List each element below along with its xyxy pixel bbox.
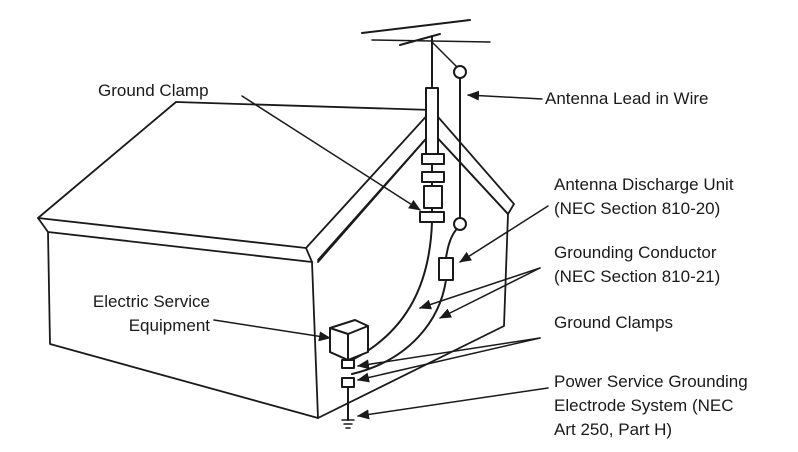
mast-ground-clamp [419,211,445,223]
label-power-service-line1: Power Service Grounding [554,372,748,391]
arrow-grounding-conductor-a [419,267,541,310]
mast-bracket-1 [421,153,445,165]
antenna-mast [425,87,439,159]
grounding-conductor-b [351,279,447,375]
mast-bracket-2 [421,171,445,183]
ground-clamp-upper [341,359,355,369]
antenna-element-1 [361,19,471,34]
lead-wire-to-discharge [445,225,461,259]
lead-wire-entry [453,217,467,231]
roof-eave-left [37,217,313,263]
arrow-electric-service [213,319,331,342]
antenna-element-3 [399,33,441,46]
label-discharge-unit: Antenna Discharge Unit (NEC Section 810-… [554,173,734,221]
label-grounding-conductor: Grounding Conductor (NEC Section 810-21) [554,241,720,289]
service-box-edge [329,325,369,361]
right-wall [317,131,509,419]
label-ground-clamp: Ground Clamp [98,81,209,100]
arrow-ground-clamps-b [357,337,541,383]
arrow-power-service [357,387,549,420]
mast-bracket-3 [423,185,443,209]
label-electric-service-line2: Equipment [128,316,210,335]
antenna-discharge-unit [438,257,454,281]
ground-clamp-lower [341,377,355,388]
label-power-service-line2: Electrode System (NEC [554,396,734,415]
left-wall [47,231,319,419]
label-grounding-conductor-line1: Grounding Conductor [554,243,717,262]
leaders [213,90,549,420]
antenna-terminal [453,65,467,79]
label-power-service: Power Service Grounding Electrode System… [554,370,748,442]
arrow-ground-clamp [241,95,421,211]
label-antenna-lead: Antenna Lead in Wire [545,89,709,108]
antenna [361,19,491,223]
ground-symbol [341,419,355,429]
arrow-ground-clamps-a [357,337,541,370]
arrow-antenna-lead [467,90,543,101]
wires [351,217,467,375]
label-ground-clamps: Ground Clamps [554,313,674,332]
grounding-conductor-a [351,221,433,361]
label-discharge-unit-line1: Antenna Discharge Unit [554,175,734,194]
roof-left [37,101,433,249]
label-electric-service-line1: Electric Service [92,292,210,311]
service-equipment [329,319,369,429]
arrow-discharge-unit [459,205,549,263]
label-power-service-line3: Art 250, Part H) [554,420,673,439]
arrow-grounding-conductor-b [439,267,541,319]
label-electric-service: Electric Service Equipment [60,290,210,338]
label-discharge-unit-line2: (NEC Section 810-20) [554,199,721,218]
antenna-boom [431,41,461,71]
label-grounding-conductor-line2: (NEC Section 810-21) [554,267,721,286]
